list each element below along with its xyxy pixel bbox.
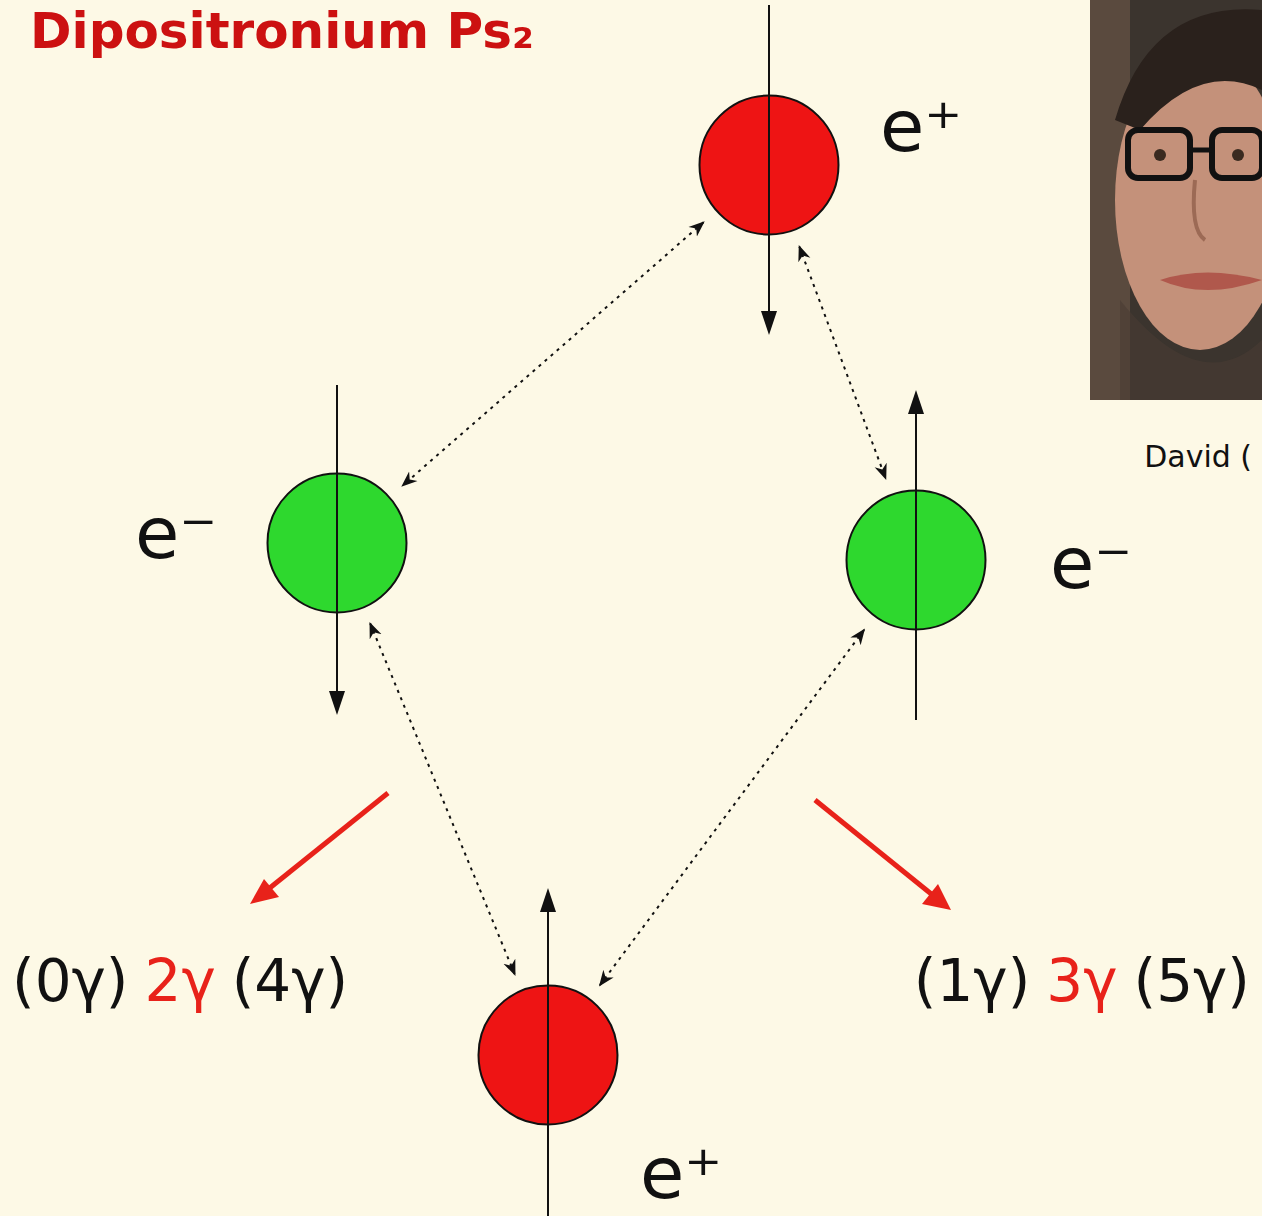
- decay-arrow: [250, 793, 951, 910]
- hair: [1115, 9, 1262, 130]
- particle-label: e⁺: [880, 90, 962, 162]
- nose: [1194, 180, 1205, 240]
- decay-arrow: [250, 879, 279, 904]
- decay-arrow: [266, 793, 388, 891]
- mouth: [1160, 273, 1262, 291]
- decay-label: 3γ: [1046, 952, 1117, 1010]
- decay-arrow: [922, 884, 951, 910]
- decay-label: (0γ): [12, 952, 128, 1010]
- spin-arrow: [336, 385, 338, 697]
- particle-label: e⁺: [640, 1137, 722, 1209]
- particle-label: e⁻: [135, 497, 217, 569]
- portrait-photo: [1090, 0, 1262, 400]
- particle-circle: e⁻: [266, 472, 408, 614]
- eye: [1232, 149, 1244, 161]
- decay-label: 2γ: [144, 952, 215, 1010]
- particle-label: e⁻: [1050, 527, 1132, 599]
- spin-arrowhead: [540, 888, 556, 912]
- spin-arrow: [547, 906, 549, 1216]
- glasses: [1212, 130, 1262, 178]
- interaction-arrow: [402, 222, 703, 485]
- particle-shape: [477, 984, 619, 1126]
- particle-shape: [845, 489, 987, 631]
- particle-circle: e⁻: [845, 489, 987, 631]
- decay-label: (5γ): [1134, 952, 1250, 1010]
- interaction-arrow: [799, 247, 885, 479]
- spin-arrowhead: [329, 691, 345, 715]
- beard-shadow: [1120, 300, 1262, 400]
- particle-shape: [266, 472, 408, 614]
- title: Dipositronium Ps₂: [30, 4, 534, 59]
- interaction-arrow: [370, 623, 515, 974]
- decay-label: (4γ): [232, 952, 348, 1010]
- decay-arrow: [815, 800, 935, 897]
- particle-circle: e⁺: [477, 984, 619, 1126]
- glasses: [1128, 130, 1190, 178]
- particle-shape: [698, 94, 840, 236]
- spin-arrow: [915, 408, 917, 720]
- eye: [1154, 149, 1166, 161]
- interaction-arrow: [600, 630, 864, 985]
- glasses: [1190, 148, 1212, 153]
- spin-arrowhead: [761, 311, 777, 335]
- spin-arrowhead: [908, 390, 924, 414]
- particle-circle: e⁺: [698, 94, 840, 236]
- photo-caption: David (: [1144, 442, 1252, 472]
- spin-arrow: [768, 5, 770, 317]
- decay-label: (1γ): [914, 952, 1030, 1010]
